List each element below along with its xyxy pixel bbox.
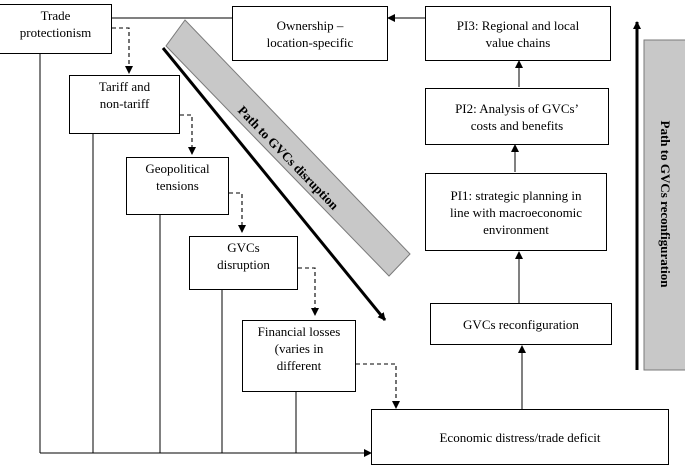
box-gvcs-reconfiguration: GVCs reconfiguration bbox=[430, 303, 612, 345]
box-pi2-analysis: PI2: Analysis of GVCs’ costs and benefit… bbox=[425, 88, 609, 145]
box-pi3-regional-value-chains: PI3: Regional and local value chains bbox=[425, 6, 611, 61]
dashed-arrow-financial-to-outcome bbox=[356, 363, 400, 409]
box-pi1-strategic-planning: PI1: strategic planning in line with mac… bbox=[425, 173, 607, 251]
disruption-path-arrow bbox=[161, 47, 387, 321]
dashed-arrow-gvcs-to-financial bbox=[298, 267, 319, 316]
dashed-arrow-tariff-to-geopolitical bbox=[180, 114, 196, 155]
box-financial-losses: Financial losses (varies in different bbox=[242, 320, 356, 392]
box-ownership-location-specific: Ownership – location-specific bbox=[232, 6, 388, 61]
box-tariff-and-non-tariff: Tariff and non-tariff bbox=[69, 75, 180, 134]
box-economic-distress: Economic distress/trade deficit bbox=[371, 409, 669, 465]
label-path-to-gvcs-reconfiguration: Path to GVCs reconfiguration bbox=[658, 120, 673, 288]
reconfiguration-path-band bbox=[643, 39, 685, 371]
box-gvcs-disruption: GVCs disruption bbox=[189, 236, 298, 290]
disruption-path-band bbox=[165, 19, 411, 277]
box-trade-protectionism: Trade protectionism bbox=[0, 4, 112, 54]
dashed-arrow-trade-to-tariff bbox=[112, 27, 133, 74]
dashed-arrow-geopolitical-to-gvcs bbox=[229, 192, 246, 233]
box-geopolitical-tensions: Geopolitical tensions bbox=[126, 157, 229, 215]
